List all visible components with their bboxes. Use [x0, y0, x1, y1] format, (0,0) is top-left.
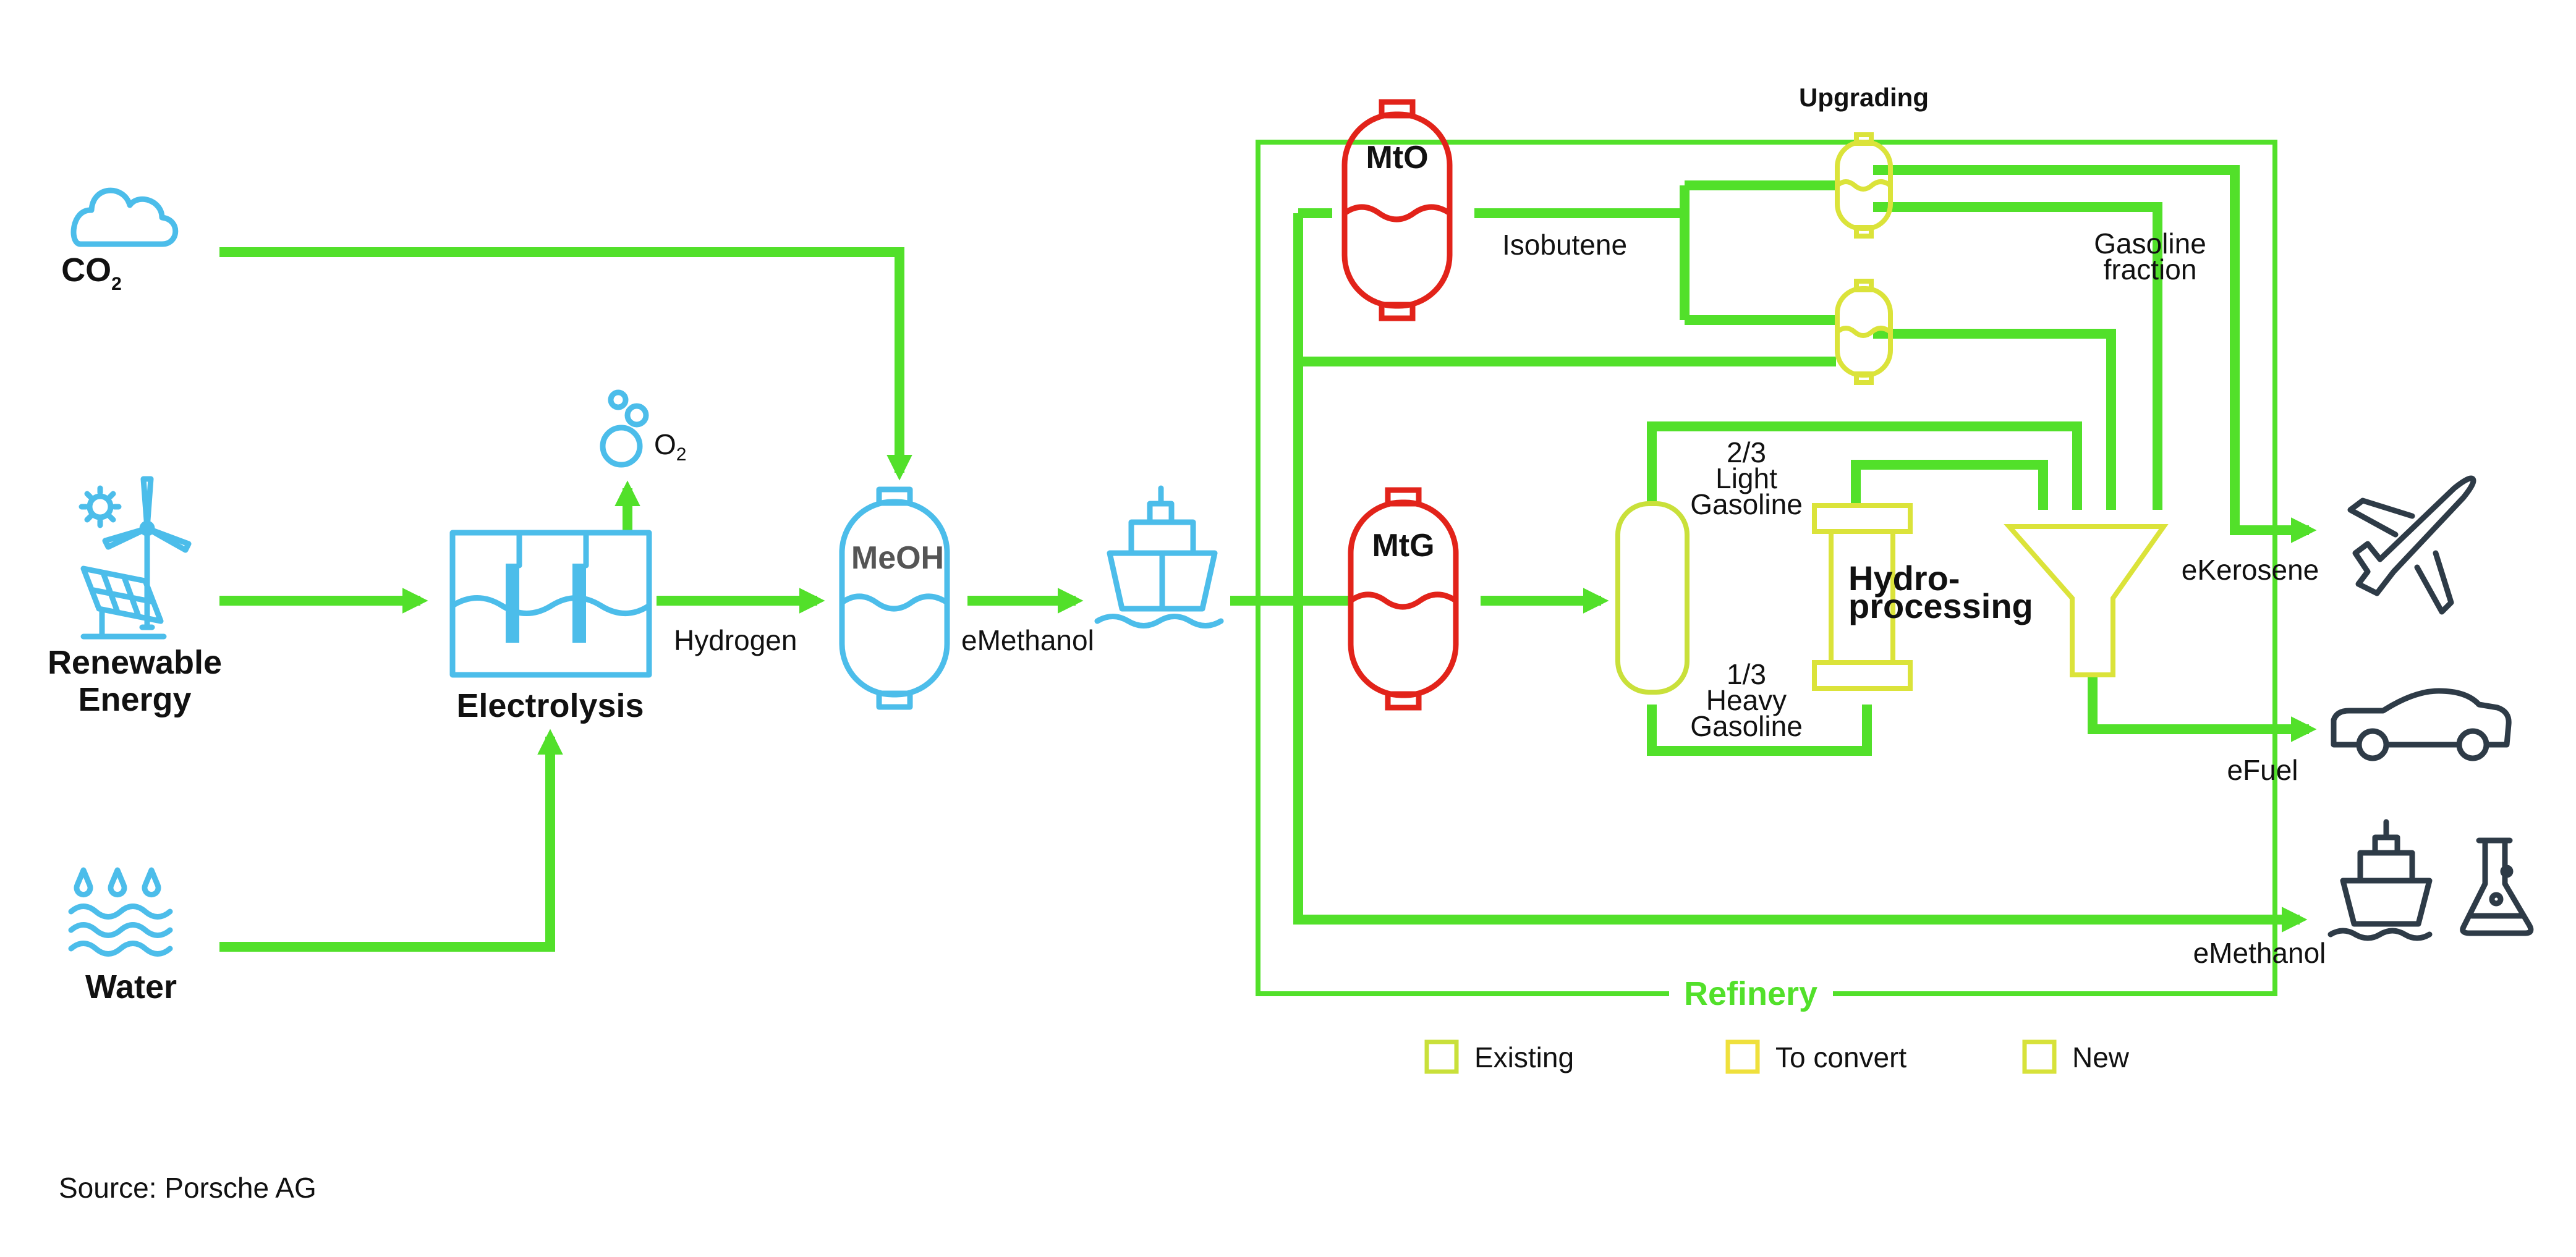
upgrading-vessel-upper [1835, 132, 1893, 239]
meoh-label: MeOH [851, 540, 944, 576]
mtg-label: MtG [1372, 528, 1434, 564]
sun-icon [79, 485, 122, 528]
mto-reactor: MtO [1341, 99, 1453, 321]
gasoline-fraction-line2: fraction [2104, 253, 2197, 286]
emethanol-output-flow [1293, 213, 2308, 933]
heavy-gasoline-line2: Heavy [1706, 684, 1787, 716]
water-drops-icon [74, 867, 161, 898]
o2-label: O [654, 428, 676, 460]
electrolysis-label: Electrolysis [456, 687, 644, 724]
svg-text:CO2: CO2 [61, 252, 122, 294]
meoh-reactor: MeOH [839, 486, 950, 710]
flask-icon [2460, 837, 2534, 936]
waves-icon [68, 904, 173, 957]
hydrogen-label: Hydrogen [674, 624, 797, 656]
cargo-ship-icon [2327, 819, 2433, 941]
light-gasoline-line2: Light [1715, 462, 1777, 494]
light-gasoline-line1: 2/3 [1727, 436, 1766, 468]
cathode-icon [506, 564, 519, 643]
light-gasoline-flow [1647, 421, 2082, 510]
hydro-to-funnel-flow [1851, 460, 2048, 510]
upgrading-lower-to-funnel [1873, 329, 2116, 510]
meoh-vessel [839, 499, 950, 698]
renewable-label-line2: Energy [78, 681, 191, 718]
hydroprocessing-unit: Hydro- processing [1812, 503, 2033, 691]
co2-input: CO2 [61, 187, 179, 294]
tanker-ship-icon [1094, 485, 1224, 628]
solar-panel-icon [80, 565, 167, 640]
light-gasoline-line3: Gasoline [1690, 488, 1803, 520]
hydroprocessing-label-line2: processing [1848, 586, 2033, 625]
mto-label: MtO [1366, 140, 1428, 176]
water-label: Water [85, 968, 177, 1005]
legend-label-to-convert: To convert [1775, 1041, 1906, 1073]
distillation-column [1615, 501, 1690, 695]
emethanol-ship-label: eMethanol [961, 624, 1094, 656]
water-input: Water [68, 867, 177, 1005]
blending-funnel [2004, 524, 2169, 677]
co2-subscript: 2 [111, 274, 122, 294]
ekerosene-flow [1873, 165, 2317, 543]
legend-swatch-to-convert [1725, 1039, 1760, 1074]
legend-item-new: New [2022, 1039, 2130, 1074]
renewable-label-line1: Renewable [48, 644, 222, 681]
upgrading-units: Upgrading [1799, 83, 1929, 385]
legend-label-existing: Existing [1474, 1041, 1574, 1073]
electrolysis-unit: Electrolysis O2 [449, 389, 686, 724]
source-note: Source: Porsche AG [59, 1172, 317, 1204]
anode-icon [572, 564, 586, 643]
co2-label: CO [61, 252, 111, 289]
gasoline-fraction-line1: Gasoline [2094, 227, 2206, 260]
heavy-gasoline-flow [1647, 705, 1872, 756]
water-flow [219, 729, 563, 952]
heavy-gasoline-line3: Gasoline [1690, 710, 1803, 742]
oxygen-bubbles-icon [600, 389, 649, 468]
airplane-icon [2347, 475, 2476, 615]
cloud-icon [70, 187, 179, 247]
legend-swatch-new [2022, 1039, 2057, 1074]
emethanol-output-label: eMethanol [2193, 937, 2326, 969]
efuel-flow [2088, 675, 2317, 742]
legend: Existing To convert New [1424, 1039, 2130, 1074]
gasoline-fraction-flow [1873, 202, 2162, 510]
o2-subscript: 2 [676, 444, 687, 465]
heavy-gasoline-line1: 1/3 [1727, 658, 1766, 690]
legend-swatch-existing [1424, 1039, 1459, 1074]
efuel-label: eFuel [2227, 754, 2298, 786]
legend-label-new: New [2072, 1041, 2130, 1073]
co2-flow [219, 247, 912, 481]
legend-item-existing: Existing [1424, 1039, 1574, 1074]
upgrading-vessel-lower [1835, 279, 1893, 385]
renewable-input: Renewable Energy [48, 476, 222, 718]
mtg-reactor: MtG [1348, 487, 1459, 711]
hydroprocessing-label-line1: Hydro- [1848, 559, 1960, 598]
legend-item-to-convert: To convert [1725, 1039, 1906, 1074]
car-icon [2331, 688, 2512, 761]
isobutene-label: Isobutene [1502, 229, 1627, 261]
upgrading-label: Upgrading [1799, 83, 1929, 112]
ekerosene-label: eKerosene [2182, 554, 2319, 586]
refinery-label: Refinery [1684, 975, 1817, 1012]
refinery-frame: Refinery [1256, 140, 2277, 1012]
wind-turbine-icon [102, 476, 192, 630]
svg-text:O2: O2 [654, 428, 686, 465]
flow-lines [219, 165, 2317, 952]
